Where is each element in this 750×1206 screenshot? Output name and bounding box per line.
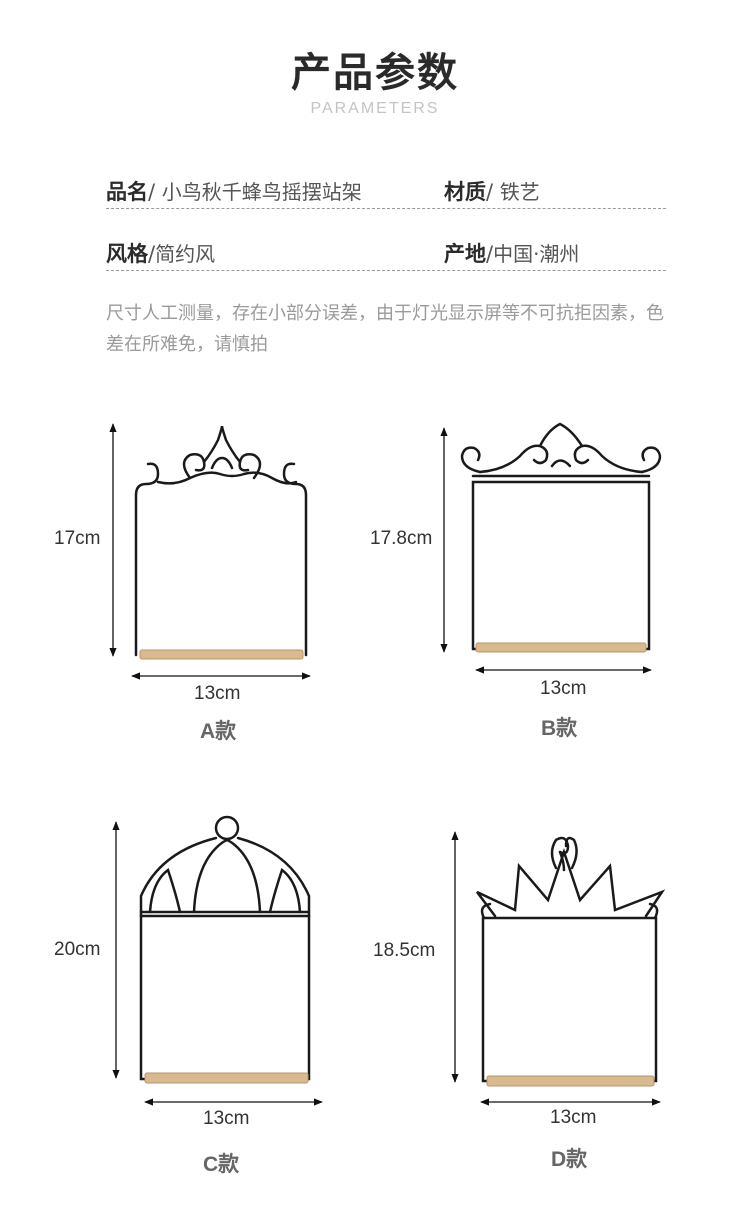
product-b-width: 13cm	[540, 678, 587, 699]
param-origin: 产地/中国·潮州	[444, 238, 579, 268]
product-b-height: 17.8cm	[370, 528, 433, 549]
product-c-label: C款	[203, 1153, 240, 1176]
param-name-label: 品名	[106, 180, 148, 204]
param-origin-label: 产地	[444, 242, 486, 266]
param-material: 材质/ 铁艺	[444, 176, 540, 206]
param-separator: /	[486, 242, 494, 266]
param-name-value: 小鸟秋千蜂鸟摇摆站架	[161, 180, 362, 204]
product-a-width: 13cm	[194, 683, 241, 704]
param-style: 风格/简约风	[106, 238, 215, 268]
page-subtitle: PARAMETERS	[310, 100, 440, 117]
product-b-label: B款	[541, 717, 578, 740]
product-a-height: 17cm	[54, 528, 101, 549]
product-b-perch	[475, 642, 647, 653]
param-separator: /	[486, 180, 494, 204]
product-d-perch	[486, 1075, 655, 1087]
param-style-value: 简约风	[155, 242, 216, 266]
product-c-height: 20cm	[54, 939, 101, 960]
product-a-perch	[139, 649, 304, 660]
product-c-perch	[144, 1072, 309, 1084]
param-material-label: 材质	[444, 180, 486, 204]
measurement-note: 尺寸人工测量，存在小部分误差，由于灯光显示屏等不可抗拒因素，色差在所难免，请慎拍	[106, 303, 664, 355]
param-origin-value: 中国·潮州	[493, 242, 580, 266]
param-separator: /	[148, 242, 156, 266]
product-a-label: A款	[200, 720, 237, 743]
params-row-1: 品名/ 小鸟秋千蜂鸟摇摆站架 材质/ 铁艺	[106, 172, 666, 209]
param-name: 品名/ 小鸟秋千蜂鸟摇摆站架	[106, 176, 362, 206]
product-d-label: D款	[551, 1148, 588, 1171]
param-separator: /	[148, 180, 156, 204]
product-d-height: 18.5cm	[373, 940, 436, 961]
params-row-2: 风格/简约风 产地/中国·潮州	[106, 234, 666, 271]
product-d-width: 13cm	[550, 1107, 597, 1128]
param-material-value: 铁艺	[499, 180, 540, 204]
product-c-width: 13cm	[203, 1108, 250, 1129]
page-title: 产品参数	[291, 50, 459, 96]
product-c-drawing	[139, 815, 311, 1081]
product-a-drawing	[134, 425, 308, 657]
product-d-drawing	[476, 836, 666, 1083]
product-b-drawing	[460, 422, 662, 651]
param-style-label: 风格	[106, 242, 148, 266]
